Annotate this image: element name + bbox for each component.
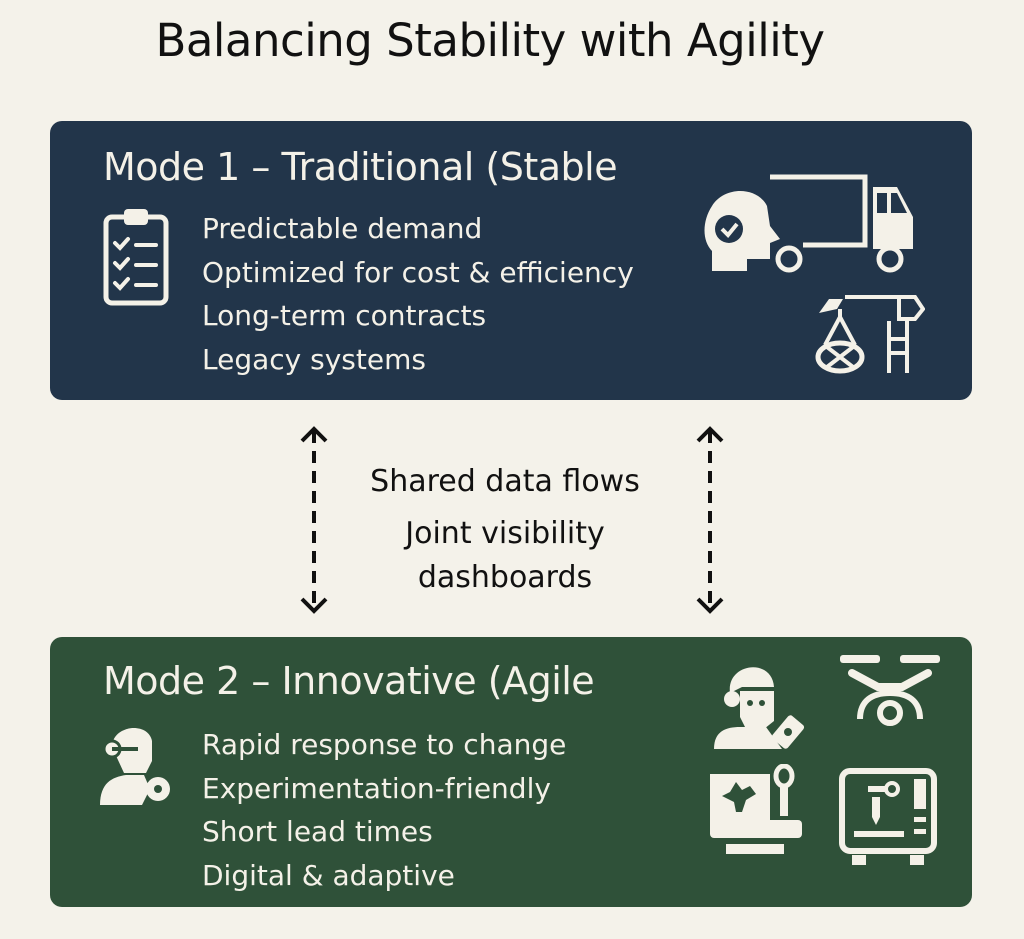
crane-icon (815, 295, 925, 374)
list-item: Long-term contracts (202, 299, 487, 332)
mode2-panel: Mode 2 – Innovative (Agile Rapid respons… (50, 637, 972, 907)
drone-icon (840, 655, 940, 726)
mode1-list: Predictable demand Optimized for cost & … (202, 207, 634, 381)
page-title: Balancing Stability with Agility (155, 14, 825, 67)
mode1-panel: Mode 1 – Traditional (Stable Predictable… (50, 121, 972, 400)
3d-printer-icon (839, 768, 937, 865)
bidirectional-arrow-right (696, 426, 724, 614)
shared-line: dashboards (417, 560, 593, 595)
shared-line: Shared data flows (370, 464, 640, 499)
list-item: Short lead times (202, 815, 433, 848)
clipboard-checklist-icon (103, 209, 169, 306)
engineer-headset-icon (100, 728, 170, 805)
mode2-heading: Mode 2 – Innovative (Agile (103, 659, 595, 703)
truck-icon (770, 174, 913, 273)
worker-robot-icon (714, 667, 805, 749)
list-item: Digital & adaptive (202, 858, 455, 892)
shared-line: Joint visibility (405, 516, 605, 551)
monitor-design-icon (710, 764, 802, 854)
list-item: Optimized for cost & efficiency (202, 255, 634, 289)
shared-connection-text: Shared data flows Joint visibility dashb… (330, 458, 680, 602)
list-item: Legacy systems (202, 342, 426, 376)
mode1-heading: Mode 1 – Traditional (Stable (103, 145, 618, 189)
list-item: Rapid response to change (202, 728, 567, 761)
list-item: Experimentation-friendly (202, 771, 551, 805)
mode2-list: Rapid response to change Experimentation… (202, 723, 566, 897)
head-check-icon (704, 191, 780, 271)
bidirectional-arrow-left (300, 426, 328, 614)
list-item: Predictable demand (202, 212, 483, 245)
